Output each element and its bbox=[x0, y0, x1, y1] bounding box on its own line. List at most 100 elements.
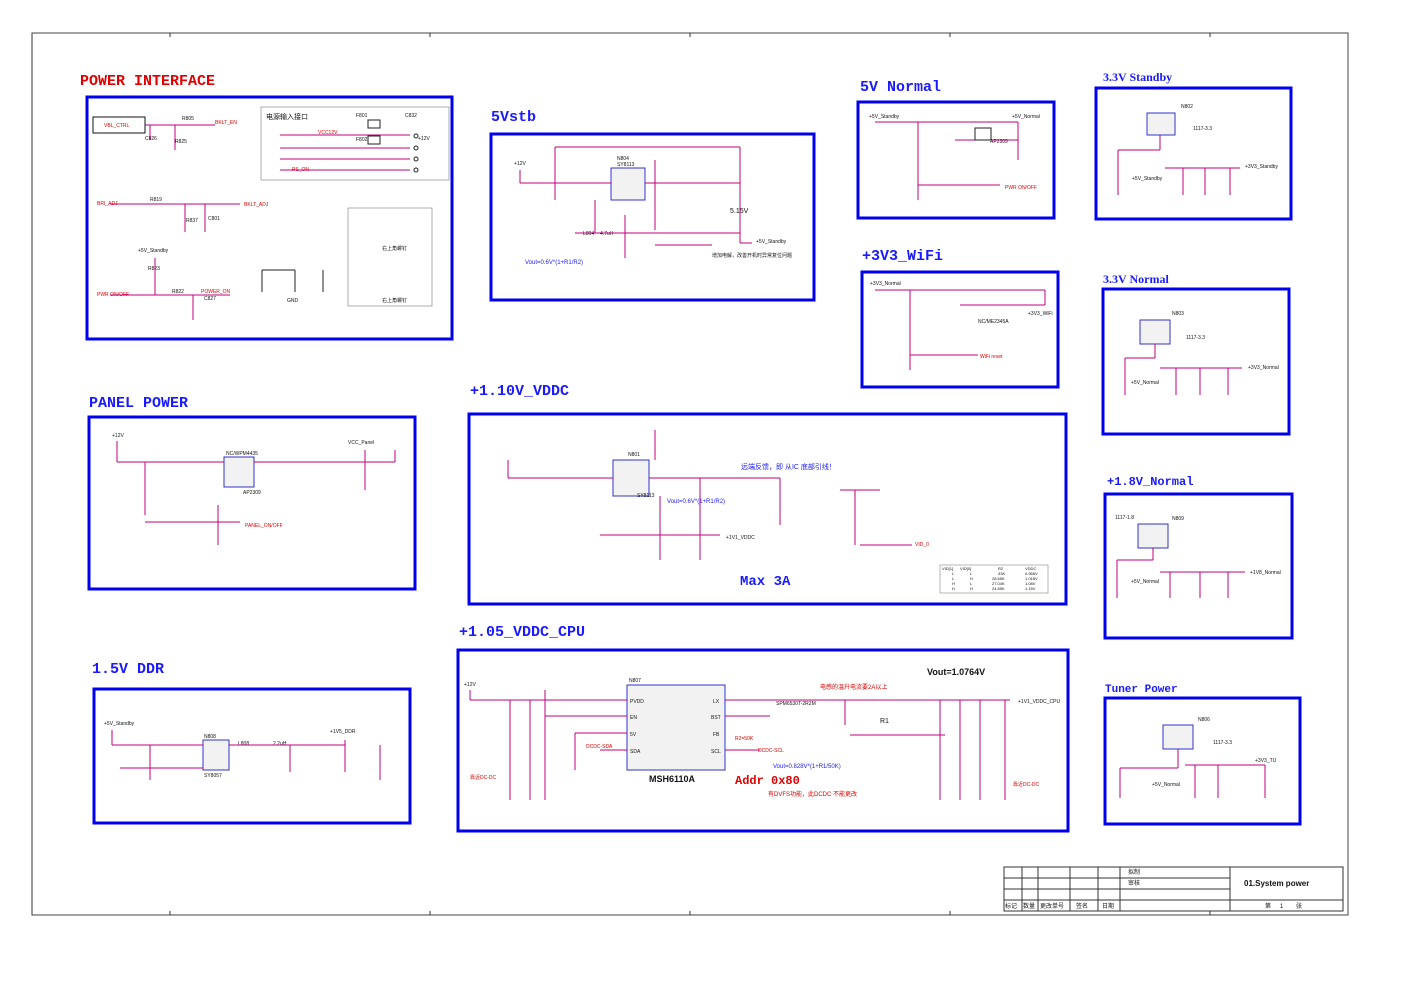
gnd-label: GND bbox=[287, 298, 299, 304]
tb-col-qty: 数量 bbox=[1023, 902, 1035, 910]
cpu-addr: Addr 0x80 bbox=[735, 774, 800, 788]
v3-3-standby-title: 3.3V Standby bbox=[1103, 70, 1172, 84]
ddr-inductor-value: 2.2uH bbox=[273, 741, 287, 747]
vid-row-1-a: L bbox=[952, 576, 955, 581]
panel-power-output: VCC_Panel bbox=[348, 440, 374, 446]
v1-8-output: +1V8_Normal bbox=[1250, 570, 1281, 576]
panel-power-input: +12V bbox=[112, 433, 124, 439]
v5-normal-fet bbox=[974, 127, 992, 141]
cpu-ic bbox=[626, 684, 726, 771]
vstb5-inductor-value: 4.7uH bbox=[600, 231, 614, 237]
cpu-formula: Vout=0.828V*(1+R1/50K) bbox=[773, 764, 841, 770]
cpu-bus-sda: DCDC-SDA bbox=[586, 744, 613, 750]
cpu-output: +1V1_VDDC_CPU bbox=[1018, 699, 1060, 705]
ddr-title: 1.5V DDR bbox=[92, 661, 164, 678]
r819-ref: R819 bbox=[150, 197, 162, 203]
vddc-ic-ref: N801 bbox=[628, 452, 640, 458]
wifi-mosfet: NC/ME2345A bbox=[978, 319, 1009, 325]
ddr-ic bbox=[202, 739, 230, 771]
vid-row-1-d: 1.018V bbox=[1025, 576, 1038, 581]
vstb5-wires bbox=[519, 146, 752, 258]
cpu-r1: R1 bbox=[880, 718, 889, 725]
tuner-ic-model: 1117-3.3 bbox=[1213, 740, 1232, 746]
cpu-note2: 有DVFS功能，此DCDC 不能更改 bbox=[768, 790, 857, 798]
vddc-title: +1.10V_VDDC bbox=[470, 383, 569, 400]
vid-header-0: VID[1] bbox=[942, 566, 953, 571]
tb-sheet-suffix: 张 bbox=[1296, 902, 1302, 910]
v3-3-standby-input: +5V_Standby bbox=[1132, 176, 1163, 182]
tb-col-change: 更改单号 bbox=[1040, 902, 1064, 910]
tuner-input: +5V_Normal bbox=[1152, 782, 1180, 788]
v1-8-ic-model: 1117-1.8 bbox=[1115, 515, 1134, 521]
power-interface-title: POWER INTERFACE bbox=[80, 73, 215, 90]
frame-ticks bbox=[31, 33, 1211, 915]
wifi-box bbox=[860, 270, 1060, 389]
vid-row-3-b: H bbox=[970, 586, 973, 591]
tuner-box bbox=[1103, 696, 1302, 826]
vstb5-inductor: L804 bbox=[583, 231, 594, 237]
v5-normal-box bbox=[856, 100, 1056, 220]
title-block bbox=[1003, 866, 1344, 912]
cpu-near-left: 靠近DC-DC bbox=[470, 774, 496, 781]
v3-3-standby-box bbox=[1094, 86, 1293, 221]
v3-3-normal-ic bbox=[1139, 319, 1171, 345]
vstb5-box bbox=[489, 132, 816, 302]
vddc-ic-model: SY8113 bbox=[637, 493, 655, 499]
vddc-note: 远端反馈，即 从IC 底部引线！ bbox=[741, 462, 836, 471]
power-interface-wires bbox=[110, 124, 410, 320]
v3-3-normal-output: +3V3_Normal bbox=[1248, 365, 1279, 371]
cpu-box bbox=[456, 648, 1070, 833]
tb-col-date: 日期 bbox=[1102, 902, 1114, 910]
v5-normal-title: 5V Normal bbox=[860, 79, 941, 96]
v3-3-normal-ic-model: 1117-3.3 bbox=[1186, 335, 1205, 341]
ddr-wires bbox=[111, 730, 381, 780]
vid-row-3-c: 24.85K bbox=[992, 586, 1005, 591]
tuner-ic-ref: N806 bbox=[1198, 717, 1210, 723]
vddc-wires bbox=[507, 430, 912, 560]
wifi-title: +3V3_WiFi bbox=[862, 248, 943, 265]
vddc-box bbox=[467, 412, 1068, 606]
vid-header-3: VDDC bbox=[1025, 566, 1036, 571]
tb-title: 01.System power bbox=[1244, 879, 1309, 888]
v3-3-standby-ic bbox=[1146, 112, 1176, 136]
ddr-box bbox=[92, 687, 412, 825]
vid-row-1-b: H bbox=[970, 576, 973, 581]
tb-sheet-label: 第 bbox=[1265, 902, 1271, 910]
power-interface-box bbox=[85, 95, 454, 341]
vid-row-3-a: H bbox=[952, 586, 955, 591]
vid-row-2-d: 1.08V bbox=[1025, 581, 1036, 586]
vstb5-ic bbox=[610, 167, 646, 201]
ddr-input: +5V_Standby bbox=[104, 721, 135, 727]
tb-sheet-number: 1 bbox=[1280, 904, 1284, 910]
vid-row-2-b: L bbox=[970, 581, 973, 586]
cpu-pin-5v: 5V bbox=[630, 732, 637, 738]
vid-row-1-c: 28.65K bbox=[992, 576, 1005, 581]
tuner-ic bbox=[1162, 724, 1194, 750]
cpu-vout: Vout=1.0764V bbox=[927, 667, 985, 677]
v1-8-box bbox=[1103, 492, 1294, 640]
wifi-input: +3V3_Normal bbox=[870, 281, 901, 287]
tuner-title: Tuner Power bbox=[1105, 684, 1178, 696]
cpu-ic-model: MSH6110A bbox=[649, 774, 696, 784]
ddr-ic-model: SY8057 bbox=[204, 773, 222, 779]
v5-normal-wires bbox=[875, 121, 1019, 200]
v5-normal-input: +5V_Standby bbox=[869, 114, 900, 120]
cpu-note1: 电感的温升电流要2A以上 bbox=[820, 683, 887, 691]
power-on-label: POWER_ON bbox=[201, 289, 231, 295]
c827-ref: C827 bbox=[204, 296, 216, 302]
f801-ref: F801 bbox=[356, 113, 368, 119]
v5-normal-mosfet: AP2309 bbox=[990, 139, 1008, 145]
cpu-bus-scl: DCDC-SCL bbox=[758, 748, 784, 754]
panel-power-title: PANEL POWER bbox=[89, 395, 188, 412]
panel-power-control: PANEL_ON/OFF bbox=[245, 523, 283, 529]
v1-8-input: +5V_Normal bbox=[1131, 579, 1159, 585]
vstb5-note: 增加电解，改善开机时异常复位问题 bbox=[712, 252, 792, 259]
v5-standby-label: +5V_Standby bbox=[138, 248, 169, 254]
vddc-ic bbox=[612, 459, 650, 497]
vid-row-0-b: L bbox=[970, 571, 973, 576]
vid-row-3-d: 1.15V bbox=[1025, 586, 1036, 591]
vid-table: VID[1] VID[0] R2 VDDC L L 33K 0.966V L H… bbox=[939, 564, 1049, 594]
tb-col-sign: 签名 bbox=[1076, 902, 1088, 910]
vid-row-0-a: L bbox=[952, 571, 955, 576]
bklt-adj-label: BKLT_ADJ bbox=[244, 202, 269, 208]
